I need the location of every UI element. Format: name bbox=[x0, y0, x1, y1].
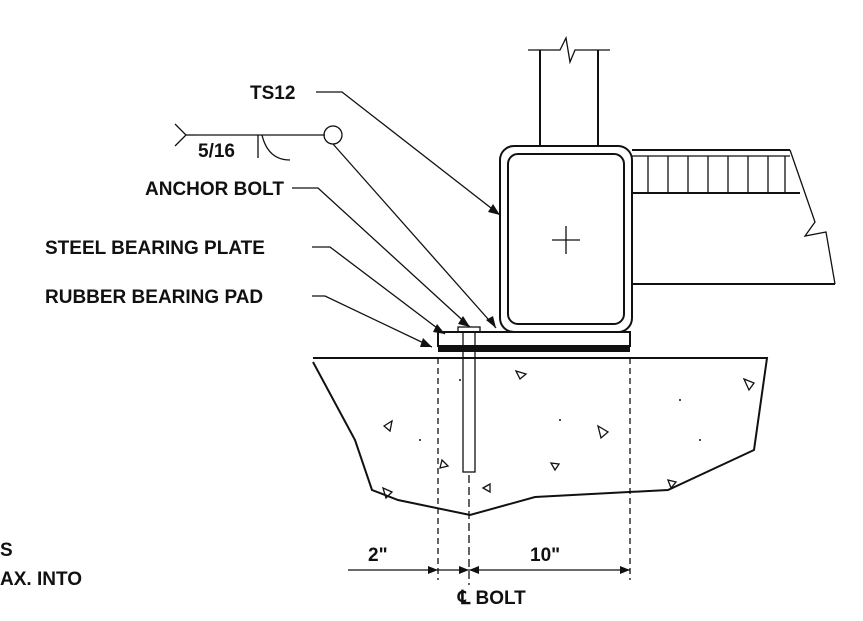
dimension-left: 2" bbox=[368, 545, 388, 566]
joist-deck bbox=[632, 149, 836, 285]
dimension-right: 10" bbox=[530, 545, 560, 566]
label-weld-size: 5/16 bbox=[198, 141, 235, 162]
dimension-lines bbox=[348, 358, 631, 585]
label-rubber-bearing-pad: RUBBER BEARING PAD bbox=[45, 287, 263, 308]
leader-lines bbox=[292, 91, 501, 348]
ts12-tube-section bbox=[499, 145, 633, 333]
note-line-2: AX. INTO bbox=[0, 569, 82, 590]
note-line-1: S bbox=[0, 540, 13, 561]
label-centerline-bolt: ℄ BOLT bbox=[457, 588, 526, 609]
label-steel-bearing-plate: STEEL BEARING PLATE bbox=[45, 238, 265, 259]
bearing-assembly bbox=[437, 326, 631, 473]
concrete-pier bbox=[312, 357, 769, 517]
column-above bbox=[528, 35, 610, 146]
label-ts12: TS12 bbox=[250, 83, 295, 104]
label-anchor-bolt: ANCHOR BOLT bbox=[145, 179, 284, 200]
